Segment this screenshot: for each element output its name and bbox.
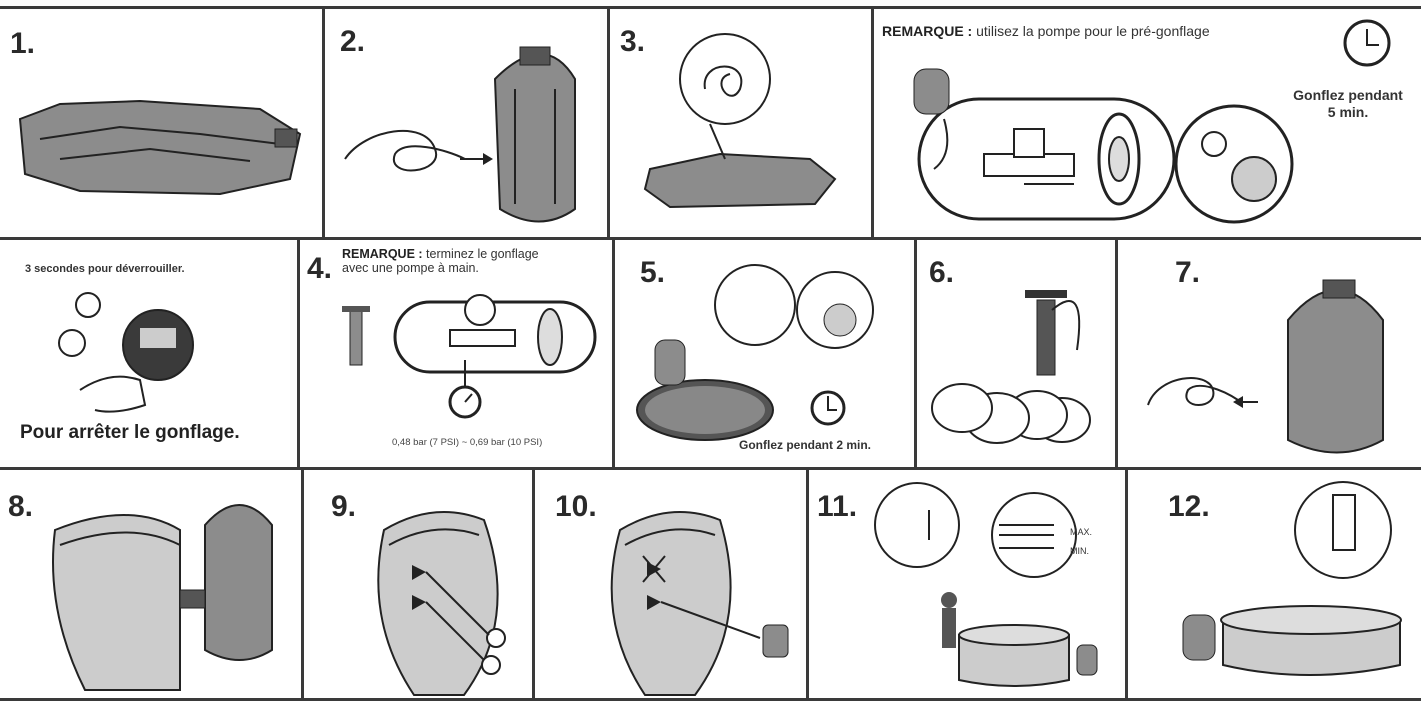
- col-divider: [297, 237, 300, 470]
- note-label: REMARQUE :: [342, 247, 423, 261]
- step-number: 1.: [10, 27, 36, 60]
- step-10-panel: 10.: [535, 470, 806, 698]
- step-number: 6.: [929, 256, 955, 289]
- step-number: 3.: [620, 25, 646, 58]
- step-6-panel: 6.: [917, 240, 1115, 467]
- hose-and-pump-illustration: [344, 46, 576, 223]
- step-number: 12.: [1168, 490, 1210, 523]
- col-divider: [1115, 237, 1118, 470]
- note-body-1: terminez le gonflage: [426, 247, 539, 261]
- note-pump-panel: REMARQUE : utilisez la pompe pour le pré…: [874, 9, 1421, 237]
- row-divider: [0, 237, 1421, 240]
- note-label: REMARQUE :: [882, 23, 973, 39]
- col-divider: [871, 6, 874, 239]
- step-11-panel: 11. MAX. MIN.: [809, 470, 1125, 698]
- deflated-spa-illustration: [18, 99, 302, 196]
- step-number: 9.: [331, 490, 357, 523]
- step-number: 5.: [640, 256, 666, 289]
- step-5-panel: 5. Gonflez pendant 2 min.: [615, 240, 914, 467]
- step-number: 11.: [817, 490, 858, 523]
- note-text: REMARQUE : utilisez la pompe pour le pré…: [882, 23, 1210, 39]
- note-body-2: avec une pompe à main.: [342, 261, 479, 276]
- col-divider: [532, 467, 535, 700]
- pump-icon: [58, 329, 86, 357]
- step-1-panel: 1.: [0, 9, 322, 237]
- note-body: utilisez la pompe pour le pré-gonflage: [976, 23, 1210, 39]
- cover-spa-illustration: [1182, 481, 1402, 676]
- floor-inflation-illustration: [636, 264, 874, 441]
- inflate-timer-text: Gonflez pendant 2 min.: [739, 438, 872, 452]
- lock-icon: [75, 292, 101, 318]
- attach-pump-illustration: [52, 504, 273, 691]
- step-7-panel: 7.: [1118, 240, 1421, 467]
- step-number: 7.: [1175, 256, 1201, 289]
- timer-label: Gonflez pendant: [1293, 87, 1403, 103]
- inflate-timer-text: Gonflez pendant 5 min.: [1282, 87, 1414, 121]
- step-2-panel: 2.: [325, 9, 607, 237]
- attach-filter-illustration: [610, 511, 789, 696]
- step-number: 8.: [8, 490, 34, 523]
- hand-pump-illustration: [342, 294, 597, 419]
- unlock-caption: 3 secondes pour déverrouiller.: [25, 263, 185, 275]
- step-9-panel: 9.: [304, 470, 532, 698]
- remove-caps-illustration: [377, 511, 506, 696]
- step-3-panel: 3.: [610, 9, 871, 237]
- min-level-label: MIN.: [1070, 546, 1089, 556]
- step-number: 2.: [340, 25, 366, 58]
- control-panel-illustration: [58, 292, 194, 413]
- fill-water-illustration: [874, 482, 1098, 687]
- col-divider: [612, 237, 615, 470]
- step-12-panel: 12.: [1128, 470, 1421, 698]
- row-divider: [0, 6, 1421, 9]
- col-divider: [322, 6, 325, 239]
- unlock-panel: 3 secondes pour déverrouiller. Pour arrê…: [0, 240, 297, 467]
- pre-inflation-illustration: [913, 19, 1391, 224]
- max-level-label: MAX.: [1070, 527, 1093, 537]
- pressure-range: 0,48 bar (7 PSI) ~ 0,69 bar (10 PSI): [392, 437, 543, 448]
- step-number: 10.: [555, 490, 597, 523]
- row-divider: [0, 467, 1421, 470]
- col-divider: [806, 467, 809, 700]
- col-divider: [301, 467, 304, 700]
- step-8-panel: 8.: [0, 470, 301, 698]
- hand-pump-and-filters-illustration: [931, 290, 1091, 444]
- note-text: REMARQUE : terminez le gonflage avec une…: [342, 247, 539, 276]
- step-number: 4.: [307, 252, 333, 285]
- stop-inflation-text: Pour arrêter le gonflage.: [20, 422, 240, 443]
- timer-value: 5 min.: [1327, 103, 1369, 120]
- connect-hose-illustration: [643, 33, 837, 209]
- col-divider: [1125, 467, 1128, 700]
- col-divider: [607, 6, 610, 239]
- step-4-panel: 4. REMARQUE : terminez le gonflage avec …: [300, 240, 612, 467]
- col-divider: [914, 237, 917, 470]
- row-divider: [0, 698, 1421, 701]
- reconnect-pump-illustration: [1147, 279, 1384, 454]
